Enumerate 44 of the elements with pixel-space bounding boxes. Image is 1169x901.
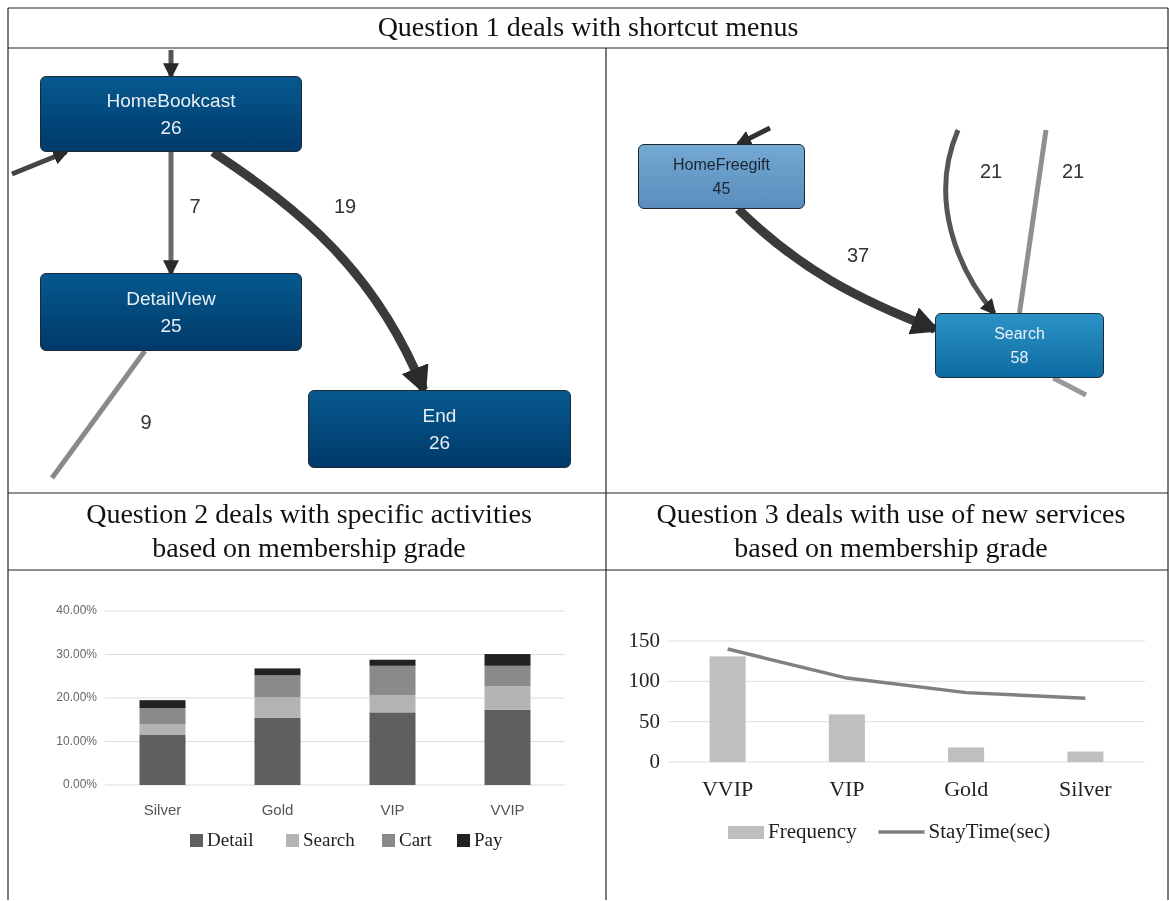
process-box [40,273,302,351]
axis-tick-label: 30.00% [56,647,97,662]
axis-tick-label: 0.00% [62,778,97,792]
axis-tick-label: 0 [649,750,660,774]
node-count: 26 [428,433,451,452]
table-heading: Question 3 deals with use of new services based on membership grade [655,497,1127,565]
category-label: Gold [261,801,294,819]
legend-label: Pay [474,829,503,851]
node-name: HomeFreegift [673,156,770,173]
axis-tick-label: 10.00% [56,734,97,749]
process-box [308,390,571,468]
legend-label: Search [303,829,355,851]
category-label: Silver [143,801,182,819]
category-label: Silver [1059,776,1112,802]
category-label: VIP [829,776,865,802]
edge-label: 37 [844,245,872,265]
legend-label: StayTime(sec) [928,820,1051,844]
node-name: End [422,406,457,425]
node-count: 58 [1010,349,1029,366]
category-label: VIP [380,801,405,819]
legend-label: Cart [399,829,432,851]
table-heading: Question 1 deals with shortcut menus [376,10,800,44]
axis-tick-label: 50 [639,710,660,734]
category-label: VVIP [701,776,754,802]
node-count: 45 [712,180,731,197]
category-label: Gold [944,776,989,802]
node-name: Search [994,325,1045,342]
axis-tick-label: 150 [628,629,660,653]
axis-tick-label: 40.00% [56,604,97,618]
legend-label: Detail [207,829,254,851]
process-box [638,144,805,209]
category-label: VVIP [490,801,525,819]
process-box [40,76,302,152]
node-name: DetailView [126,289,216,308]
legend-label: Frequency [768,820,857,844]
process-box [935,313,1104,378]
axis-tick-label: 100 [628,669,660,693]
edge-label: 7 [187,196,203,216]
node-count: 26 [160,118,182,137]
node-count: 25 [160,316,182,335]
edge-label: 9 [138,412,154,432]
table-heading: Question 2 deals with specific activities based on membership grade [85,497,533,565]
axis-tick-label: 20.00% [56,691,97,705]
node-name: HomeBookcast [106,91,236,110]
